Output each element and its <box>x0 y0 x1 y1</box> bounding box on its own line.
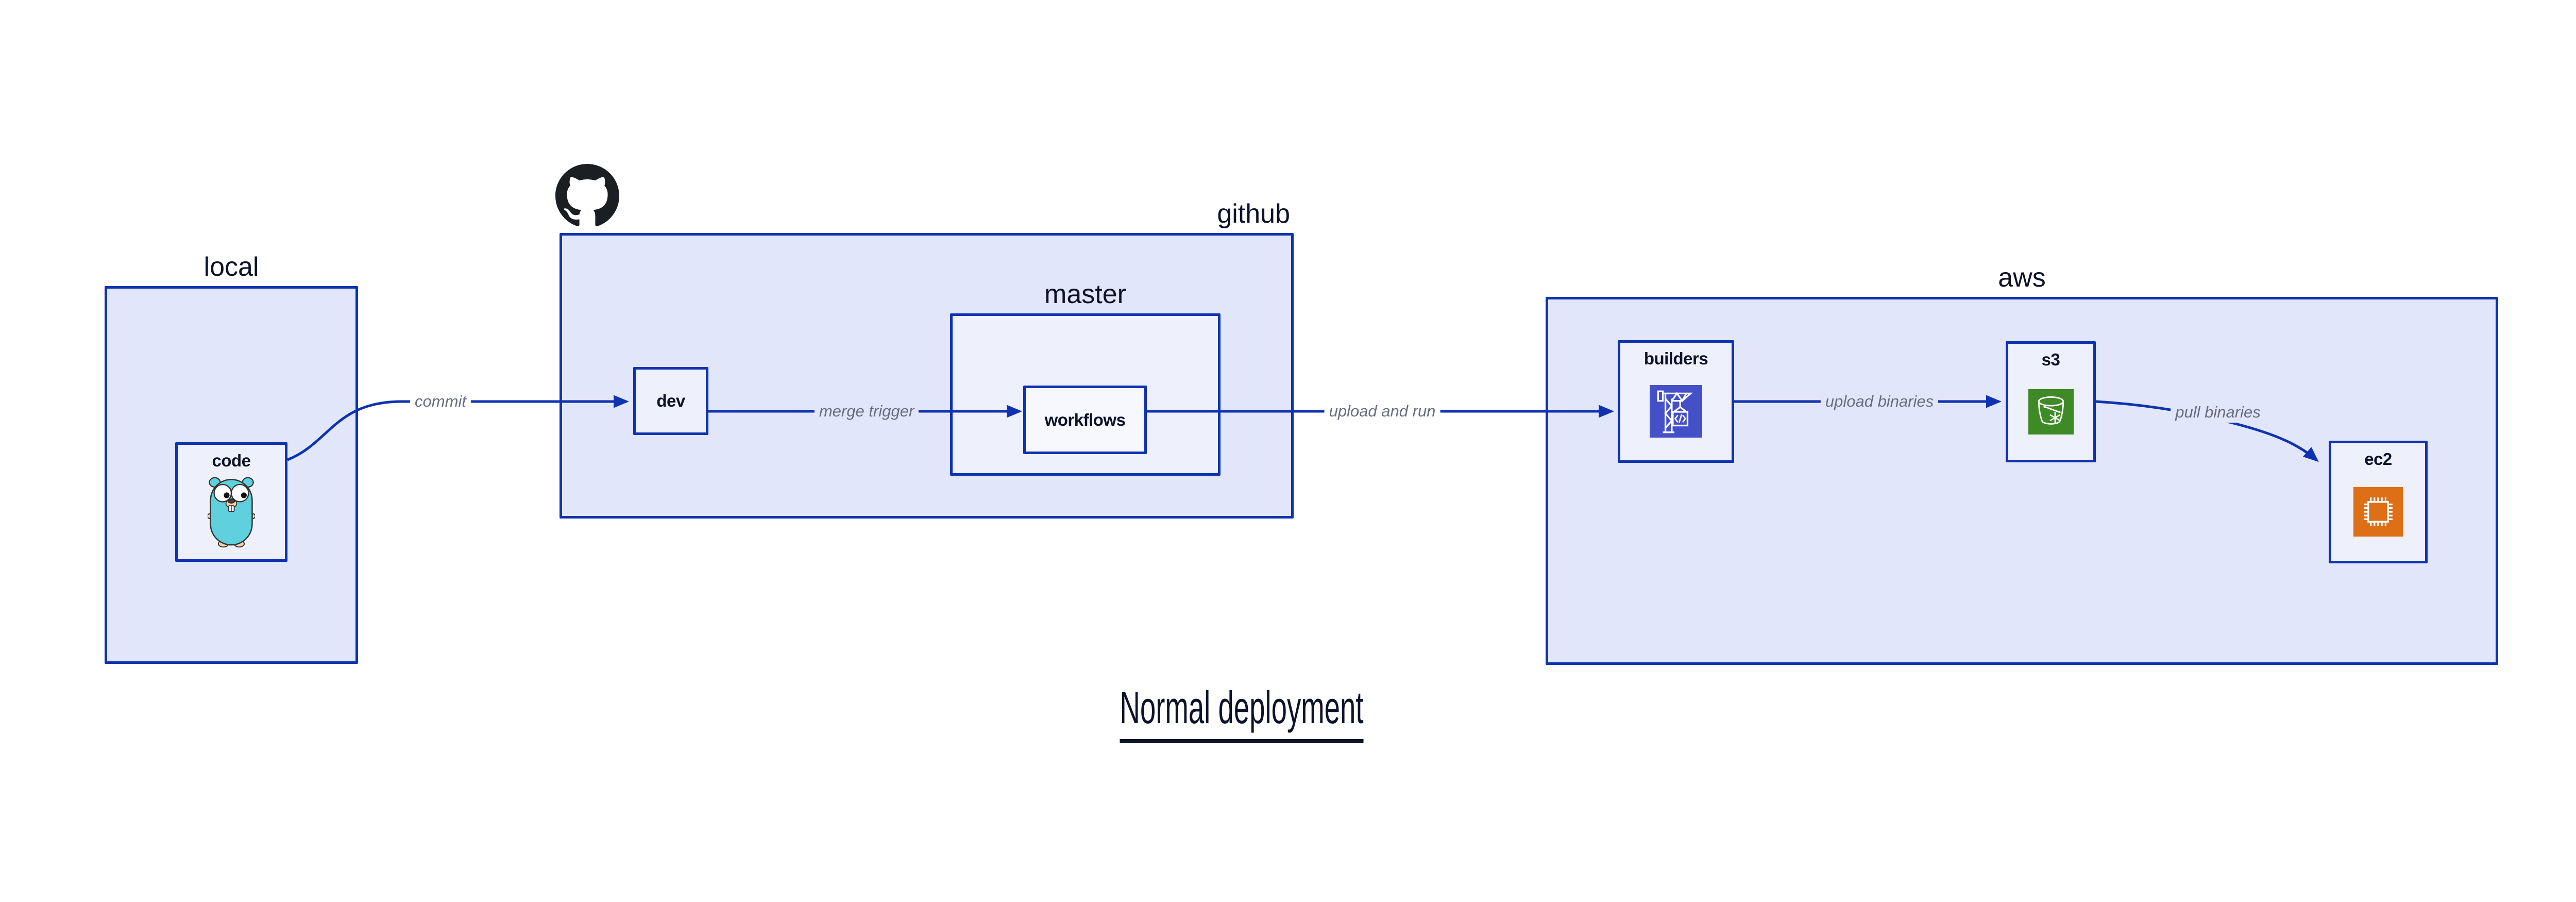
node-code-label: code <box>212 451 251 470</box>
edge-label-upload-and-run: upload and run <box>1324 401 1440 422</box>
github-octocat-icon <box>555 164 619 228</box>
node-workflows-label: workflows <box>1044 410 1126 429</box>
diagram-title-text: Normal deployment <box>1120 681 1364 743</box>
diagram-title: Normal deployment <box>1045 681 1438 743</box>
node-ec2-label: ec2 <box>2364 449 2392 469</box>
container-master-label: master <box>1044 279 1126 309</box>
aws-s3-glacier-bucket-icon <box>2028 370 2074 460</box>
container-aws-label: aws <box>1998 263 2046 293</box>
container-master: master workflows <box>950 279 1221 476</box>
edge-label-commit: commit <box>410 391 471 412</box>
node-workflows: workflows <box>1023 386 1147 454</box>
node-dev-label: dev <box>656 391 685 410</box>
node-s3: s3 <box>2006 341 2096 462</box>
node-ec2: ec2 <box>2329 441 2428 563</box>
container-github-label: github <box>1217 199 1290 229</box>
aws-s3-glacier-bucket-icon-svg <box>2028 389 2074 435</box>
go-gopher-icon-svg <box>208 477 255 548</box>
edge-label-merge-trigger: merge trigger <box>814 401 919 422</box>
go-gopher-icon <box>208 471 255 559</box>
container-github: github dev master workflows <box>560 199 1294 519</box>
node-s3-label: s3 <box>2041 350 2060 369</box>
aws-codebuild-crane-icon <box>1650 369 1702 460</box>
aws-codebuild-crane-icon-svg <box>1650 385 1702 438</box>
node-builders: builders <box>1618 340 1734 463</box>
aws-ec2-chip-icon-svg <box>2353 487 2403 537</box>
aws-ec2-chip-icon <box>2353 469 2403 561</box>
github-octocat-icon-svg <box>555 164 619 226</box>
container-local-label: local <box>204 252 259 282</box>
node-dev: dev <box>633 367 708 435</box>
node-builders-label: builders <box>1643 349 1708 368</box>
edge-label-pull-binaries: pull binaries <box>2171 402 2265 423</box>
container-aws: aws builders <box>1546 263 2498 665</box>
node-code: code <box>175 442 287 562</box>
edge-label-upload-binaries: upload binaries <box>1820 391 1939 412</box>
container-local: local code <box>105 252 358 664</box>
